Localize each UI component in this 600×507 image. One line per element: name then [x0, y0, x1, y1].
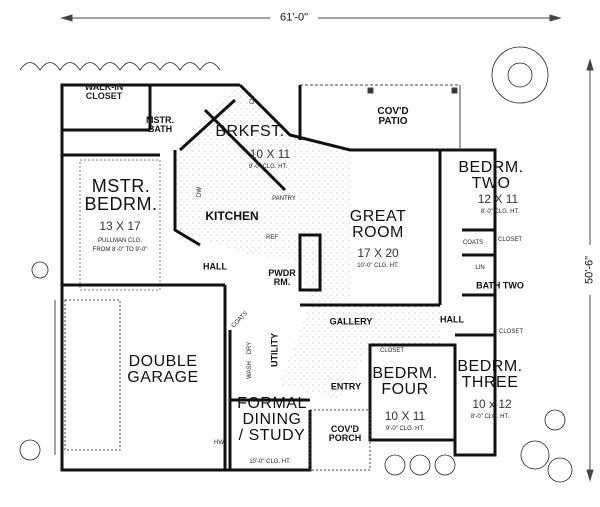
brkfst-size: 10 X 11: [249, 147, 291, 161]
hall-right-label: HALL: [440, 314, 464, 325]
coats-right-label: COATS: [462, 240, 484, 246]
shrubs: [19, 46, 573, 483]
dry-label: DRY: [247, 341, 253, 355]
wash-label: WASH: [247, 361, 253, 379]
bedrm-four-line2: FOUR: [381, 381, 429, 398]
pwdr-line2: RM.: [273, 277, 291, 287]
depth-dimension-label: 50'-6": [583, 255, 596, 285]
mstr-bedrm-line2: BEDRM.: [84, 194, 158, 214]
bedrm-two-label: BEDRM.TWO: [458, 160, 523, 192]
entry-label: ENTRY: [330, 381, 362, 392]
ref-label: REF: [266, 235, 278, 241]
dining-line3: / STUDY: [238, 427, 306, 444]
width-dimension-label: 61'-0": [279, 11, 309, 24]
brkfst-ceiling: 9'-0" CLG. HT.: [248, 164, 288, 170]
patio-outline: [300, 84, 461, 471]
gallery-label: GALLERY: [329, 316, 373, 327]
patio-line2: PATIO: [378, 116, 408, 127]
walk-in-closet-label: WALK-IN CLOSET: [84, 82, 124, 101]
dining-line2: DINING: [242, 411, 302, 428]
bedrm-three-ceiling: 8'-0" CLG. HT.: [470, 414, 510, 420]
lin-right-label: LIN: [475, 265, 485, 271]
garage-line2: GARAGE: [127, 369, 199, 386]
tiled-floor-areas: [79, 85, 440, 400]
pantry-label: PANTRY: [272, 196, 296, 202]
porch-line1: COV'D: [330, 424, 360, 434]
mstr-bath-line1: MSTR.: [146, 115, 174, 125]
bedrm-two-line2: TWO: [471, 175, 511, 192]
great-room-size: 17 X 20: [357, 246, 399, 260]
mstr-bedrm-ceiling1: PULLMAN CLG.: [97, 238, 143, 244]
brkfst-name: BRKFST.: [215, 123, 285, 140]
great-room-line1: GREAT: [349, 208, 407, 225]
bedrm-three-line1: BEDRM.: [457, 358, 523, 375]
mstr-bedrm-size: 13 X 17: [99, 219, 141, 233]
patio-line1: COV'D: [377, 106, 409, 117]
bedrm-two-ceiling: 8'-0" CLG. HT.: [480, 209, 520, 215]
mstr-bedrm-ceiling2: FROM 8'-0" TO 9'-0": [92, 247, 148, 253]
bedrm-two-size: 12 X 11: [477, 192, 519, 206]
closet-bed4-label: CLOSET: [379, 348, 405, 354]
bath-two-label: BATH TWO: [476, 280, 524, 291]
porch-line2: PORCH: [328, 433, 362, 443]
utility-label: UTILITY: [269, 333, 280, 367]
garage-line1: DOUBLE: [128, 353, 198, 370]
mstr-bedrm-line1: MSTR.: [91, 176, 151, 196]
bedrm-four-line1: BEDRM.: [372, 365, 438, 382]
dining-line1: FORMAL: [237, 395, 307, 412]
great-room-ceiling: 10'-0" CLG. HT.: [357, 263, 399, 269]
formal-dining-ceiling: 10'-0" CLG. HT.: [249, 459, 291, 465]
width-dimension-line: [60, 14, 562, 22]
depth-dimension-line: [586, 58, 594, 482]
bedrm-three-line2: THREE: [461, 374, 519, 391]
garage-door: [54, 299, 121, 455]
pwdr-line1: PWDR: [268, 268, 296, 278]
hall-left-label: HALL: [203, 261, 227, 272]
bedrm-three-label: BEDRM.THREE: [457, 359, 522, 391]
mstr-bath-label: MSTR.BATH: [146, 116, 174, 134]
bedrm-three-size: 10 x 12: [472, 397, 512, 411]
bedrm-four-ceiling: 9'-0" CLG. HT.: [385, 426, 425, 432]
closet-bed2-label: CLOSET: [497, 237, 523, 243]
mstr-bath-line2: BATH: [147, 124, 173, 134]
closet-bed3-label: CLOSET: [498, 329, 524, 335]
mstr-bedrm-label: MSTR.BEDRM.: [84, 177, 157, 213]
ch-label: CH: [250, 95, 256, 105]
kitchen-label: KITCHEN: [205, 209, 259, 223]
hw-label: HW: [214, 440, 224, 446]
bedrm-four-size: 10 X 11: [384, 409, 426, 423]
bedrm-four-label: BEDRM.FOUR: [372, 366, 437, 398]
great-room-line2: ROOM: [352, 224, 404, 241]
bedrm-two-line1: BEDRM.: [458, 159, 524, 176]
dw-label: DW: [197, 187, 203, 197]
